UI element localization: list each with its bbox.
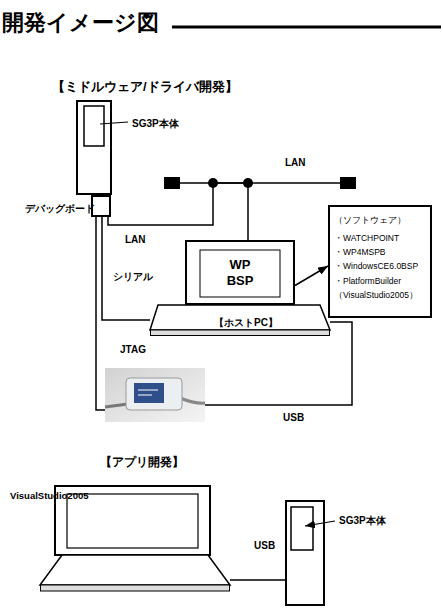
bus-terminator bbox=[164, 177, 180, 189]
node-label: ・WindowsCE6.0BSP bbox=[334, 261, 418, 271]
screen-inner bbox=[200, 250, 280, 297]
node-label: JTAG bbox=[120, 344, 146, 356]
jtag-device-mark bbox=[138, 395, 152, 396]
node-label: SG3P本体 bbox=[132, 118, 179, 130]
node-label: WP BSP bbox=[223, 257, 257, 289]
connector-line bbox=[230, 579, 285, 581]
node-label: （ソフトウェア） bbox=[334, 215, 406, 225]
title-rule bbox=[172, 26, 441, 29]
jtag-cable bbox=[105, 404, 128, 407]
node-box: 【ホストPC】 WP BSP bbox=[150, 240, 330, 336]
jtag-photo bbox=[105, 368, 205, 422]
title-text: 開発イメージ図 bbox=[2, 10, 159, 36]
device-display bbox=[84, 106, 104, 146]
jtag-cable bbox=[180, 398, 205, 403]
node-label: ・PlatformBuilder bbox=[334, 276, 401, 286]
edge-label: USB bbox=[283, 412, 304, 424]
node-box: （ソフトウェア） ・WATCHPOINT ・WP4MSPB ・WindowsCE6.0… bbox=[328, 205, 432, 318]
node-label: 【ホストPC】 bbox=[214, 317, 278, 329]
bus-tap bbox=[243, 178, 253, 188]
leader-line bbox=[100, 122, 128, 124]
lan-bus bbox=[172, 182, 348, 184]
text-label: 【アプリ開発】 bbox=[100, 455, 184, 469]
node-box: SG3P本体 bbox=[285, 500, 325, 606]
node-label: （VisualStudio2005） bbox=[334, 290, 418, 300]
edge-label: LAN bbox=[125, 234, 146, 246]
bus-terminator bbox=[340, 177, 356, 189]
jtag-device bbox=[126, 378, 182, 410]
outline-part bbox=[40, 555, 230, 585]
node-label: デバッグボード bbox=[25, 203, 95, 214]
node-box: JTAG bbox=[105, 368, 205, 422]
outline-part bbox=[67, 494, 198, 548]
node-label: ・WATCHPOINT bbox=[334, 233, 399, 243]
outline-part bbox=[41, 585, 230, 591]
text-label: 【ミドルウェア/ドライバ開発】 bbox=[52, 79, 238, 95]
text-label: LAN bbox=[285, 157, 306, 169]
outline-part bbox=[150, 305, 330, 330]
connector bbox=[102, 217, 150, 320]
connector-line bbox=[102, 217, 150, 320]
node-box: SG3P本体 bbox=[76, 100, 112, 195]
connector bbox=[96, 217, 105, 410]
node-box: デバッグボード bbox=[91, 195, 111, 217]
device-display bbox=[291, 507, 313, 550]
connector bbox=[108, 183, 248, 240]
node-box: VisualStudio2005 bbox=[40, 485, 230, 592]
jtag-device-label bbox=[134, 383, 164, 403]
connector-line bbox=[96, 217, 105, 410]
connector-line bbox=[108, 183, 248, 240]
node-label: ・WP4MSPB bbox=[334, 247, 386, 257]
node-box: WP BSP bbox=[185, 240, 295, 305]
connector bbox=[230, 580, 285, 581]
jtag-device-mark bbox=[138, 390, 158, 391]
node-label: SG3P本体 bbox=[339, 515, 386, 527]
edge-label: シリアル bbox=[113, 271, 153, 283]
edge-label: USB bbox=[254, 540, 275, 552]
outline-part bbox=[151, 330, 330, 336]
leader-arrow bbox=[305, 521, 335, 526]
bus-tap bbox=[208, 178, 218, 188]
node-label: VisualStudio2005 bbox=[10, 490, 89, 501]
node-outline bbox=[40, 485, 230, 592]
connector bbox=[295, 266, 328, 286]
connector-line bbox=[295, 266, 328, 286]
